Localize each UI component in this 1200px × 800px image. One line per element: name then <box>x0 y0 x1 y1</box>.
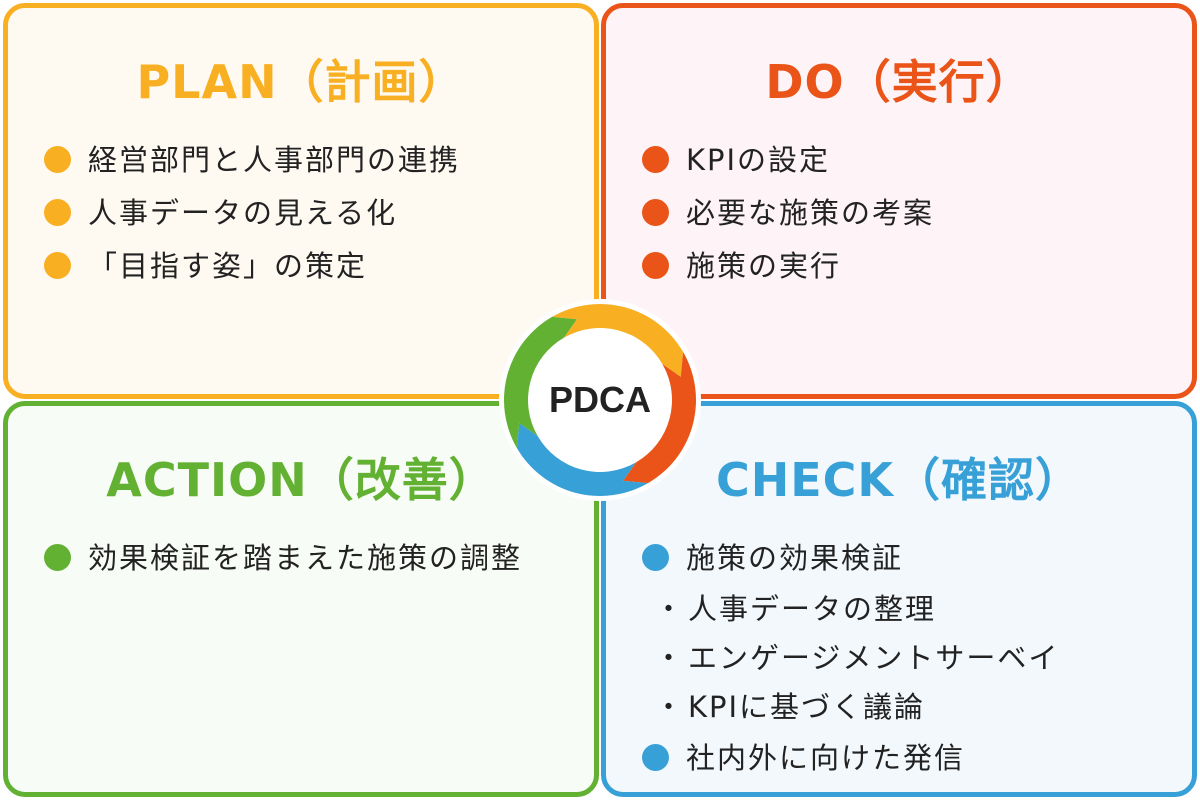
check-sub-item: ・人事データの整理 <box>642 585 1176 634</box>
plan-item-text: 「目指す姿」の策定 <box>88 249 368 283</box>
ring-inner-hole <box>529 329 671 471</box>
do-title: DO（実行） <box>765 55 1033 109</box>
plan-title: PLAN（計画） <box>136 55 466 109</box>
action-quadrant: ACTION（改善） 効果検証を踏まえた施策の調整 <box>3 401 599 797</box>
do-item-text: 施策の実行 <box>686 249 842 283</box>
do-item-list: KPIの設定 必要な施策の考案 施策の実行 <box>642 134 1176 293</box>
ring-segment-do <box>623 352 697 484</box>
ring-segment-plan <box>552 303 684 377</box>
check-item: 施策の効果検証 <box>642 532 1176 585</box>
check-item-text: 社内外に向けた発信 <box>686 741 966 775</box>
bullet-dot-icon <box>642 544 669 571</box>
check-sub-item-text: エンゲージメントサーベイ <box>688 641 1060 675</box>
action-title: ACTION（改善） <box>106 453 496 507</box>
do-item-text: 必要な施策の考案 <box>686 196 935 230</box>
plan-item: 人事データの見える化 <box>44 187 578 240</box>
pdca-center-label: PDCA <box>548 379 651 420</box>
bullet-dot-icon <box>642 252 669 279</box>
bullet-dot-icon <box>642 146 669 173</box>
bullet-dot-icon <box>642 199 669 226</box>
plan-item-text: 人事データの見える化 <box>88 196 398 230</box>
check-sub-item-text: 人事データの整理 <box>688 592 937 626</box>
do-item-text: KPIの設定 <box>686 143 831 177</box>
plan-item: 経営部門と人事部門の連携 <box>44 134 578 187</box>
action-item-list: 効果検証を踏まえた施策の調整 <box>44 532 578 585</box>
bullet-dot-icon <box>44 199 71 226</box>
bullet-dot-icon <box>44 544 71 571</box>
sub-bullet-mark: ・ <box>654 592 686 626</box>
check-item-text: 施策の効果検証 <box>686 541 904 575</box>
ring-segment-check <box>516 423 648 497</box>
cycle-ring-svg <box>499 299 701 501</box>
check-item: 社内外に向けた発信 <box>642 732 1176 785</box>
plan-item: 「目指す姿」の策定 <box>44 240 578 293</box>
do-item: 施策の実行 <box>642 240 1176 293</box>
check-sub-item: ・KPIに基づく議論 <box>642 683 1176 732</box>
ring-segment-action <box>503 316 577 448</box>
plan-item-list: 経営部門と人事部門の連携 人事データの見える化 「目指す姿」の策定 <box>44 134 578 293</box>
bullet-dot-icon <box>642 744 669 771</box>
plan-item-text: 経営部門と人事部門の連携 <box>88 143 461 177</box>
plan-quadrant: PLAN（計画） 経営部門と人事部門の連携 人事データの見える化 「目指す姿」の… <box>3 3 599 399</box>
do-item: KPIの設定 <box>642 134 1176 187</box>
sub-bullet-mark: ・ <box>654 690 686 724</box>
bullet-dot-icon <box>44 252 71 279</box>
check-sub-item: ・エンゲージメントサーベイ <box>642 634 1176 683</box>
check-sub-item-text: KPIに基づく議論 <box>688 690 926 724</box>
do-quadrant: DO（実行） KPIの設定 必要な施策の考案 施策の実行 <box>601 3 1197 399</box>
bullet-dot-icon <box>44 146 71 173</box>
check-title: CHECK（確認） <box>715 453 1083 507</box>
action-item: 効果検証を踏まえた施策の調整 <box>44 532 578 585</box>
pdca-cycle-ring <box>499 299 701 501</box>
do-item: 必要な施策の考案 <box>642 187 1176 240</box>
check-quadrant: CHECK（確認） 施策の効果検証 ・人事データの整理 ・エンゲージメントサーベ… <box>601 401 1197 797</box>
action-item-text: 効果検証を踏まえた施策の調整 <box>88 541 523 575</box>
sub-bullet-mark: ・ <box>654 641 686 675</box>
check-item-list: 施策の効果検証 ・人事データの整理 ・エンゲージメントサーベイ ・KPIに基づく… <box>642 532 1176 785</box>
